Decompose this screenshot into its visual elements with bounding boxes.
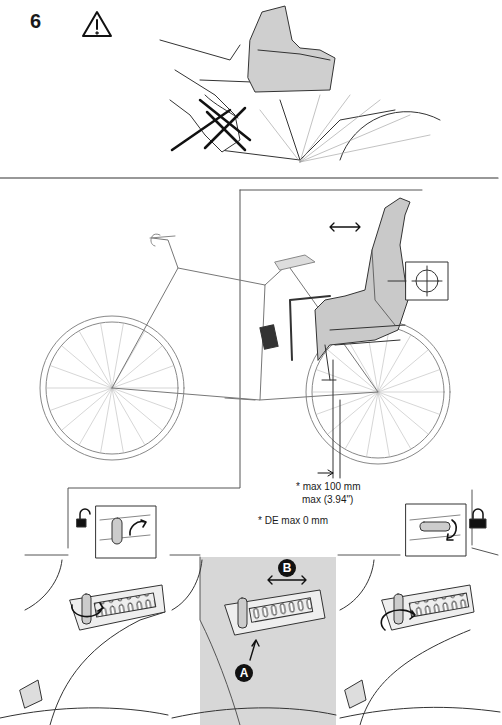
warning-symbol [83,12,111,36]
step-number: 6 [30,10,41,32]
country-note: * DE max 0 mm [258,515,328,526]
step-lock [340,560,500,725]
unlock-detail [77,506,156,558]
centre-symbol [388,262,448,300]
step-adjust [172,557,336,725]
callout-text: B [283,561,292,575]
callout-letter: B [278,559,296,577]
top-illustration [160,6,440,162]
callout-letter: A [235,664,253,682]
dimension-note: * max 100 mm [296,481,360,492]
dimension-note: max (3.94") [302,494,353,505]
child-seat [260,198,410,380]
callout-text: A [240,666,249,680]
step-unlock [0,560,168,725]
